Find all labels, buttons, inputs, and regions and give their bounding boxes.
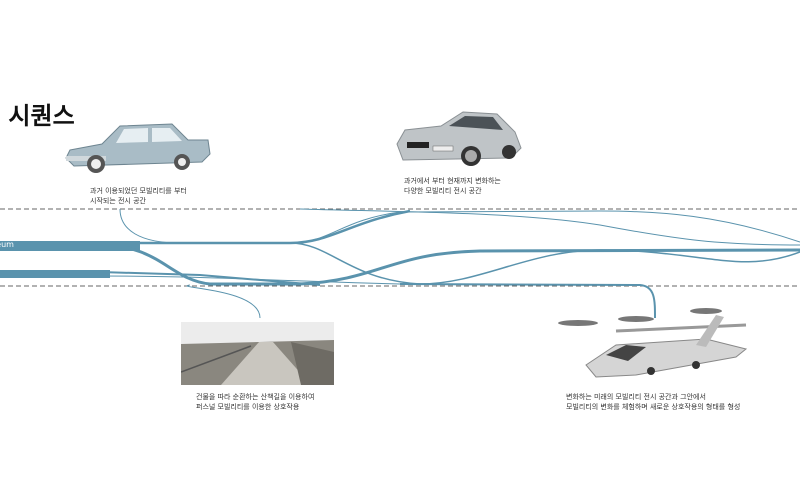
flow-line: [299, 208, 800, 246]
flow-line: [100, 209, 411, 245]
caption-line: 다양한 모빌리티 전시 공간: [404, 187, 482, 195]
caption-line: 변화하는 미래의 모빌리티 전시 공간과 그안에서: [566, 393, 706, 401]
flow-line: [99, 271, 321, 286]
modern-car-image: [396, 111, 522, 166]
caption-modern-car: 과거에서 부터 현재까지 변화하는 다양한 모빌리티 전시 공간: [404, 176, 501, 196]
flow-line: [399, 283, 656, 319]
flow-lines: [0, 208, 800, 319]
caption-line: 건물을 따라 순환하는 산책길을 이용하여: [196, 393, 315, 401]
caption-line: 과거에서 부터 현재까지 변화하는: [404, 177, 501, 185]
flow-line: [119, 208, 800, 244]
main-flow-band: [0, 241, 140, 251]
flow-line: [289, 242, 800, 285]
caption-line: 퍼스널 모빌리티를 이용한 상호작용: [196, 403, 300, 411]
flow-line: [99, 275, 401, 285]
caption-evtol: 변화하는 미래의 모빌리티 전시 공간과 그안에서 모빌리티의 변화를 체험하며…: [566, 392, 740, 412]
caption-line: 과거 이용되었던 모빌리티를 부터: [90, 187, 187, 195]
walkway-photo: [181, 322, 334, 385]
flow-line: [186, 284, 261, 319]
caption-line: 시작되는 전시 공간: [90, 197, 146, 205]
secondary-flow-band: [0, 270, 110, 278]
caption-line: 모빌리티의 변화를 체험하며 새로운 상호작용의 형태를 형성: [566, 403, 741, 411]
flow-label-museum: Museum: [0, 240, 14, 249]
evtol-aircraft-image: [558, 308, 748, 378]
caption-classic-car: 과거 이용되었던 모빌리티를 부터 시작되는 전시 공간: [90, 186, 187, 206]
classic-car-image: [65, 123, 211, 173]
page-title: 스 시퀀스: [0, 102, 75, 130]
caption-walkway: 건물을 따라 순환하는 산책길을 이용하여 퍼스널 모빌리티를 이용한 상호작용: [196, 392, 314, 412]
